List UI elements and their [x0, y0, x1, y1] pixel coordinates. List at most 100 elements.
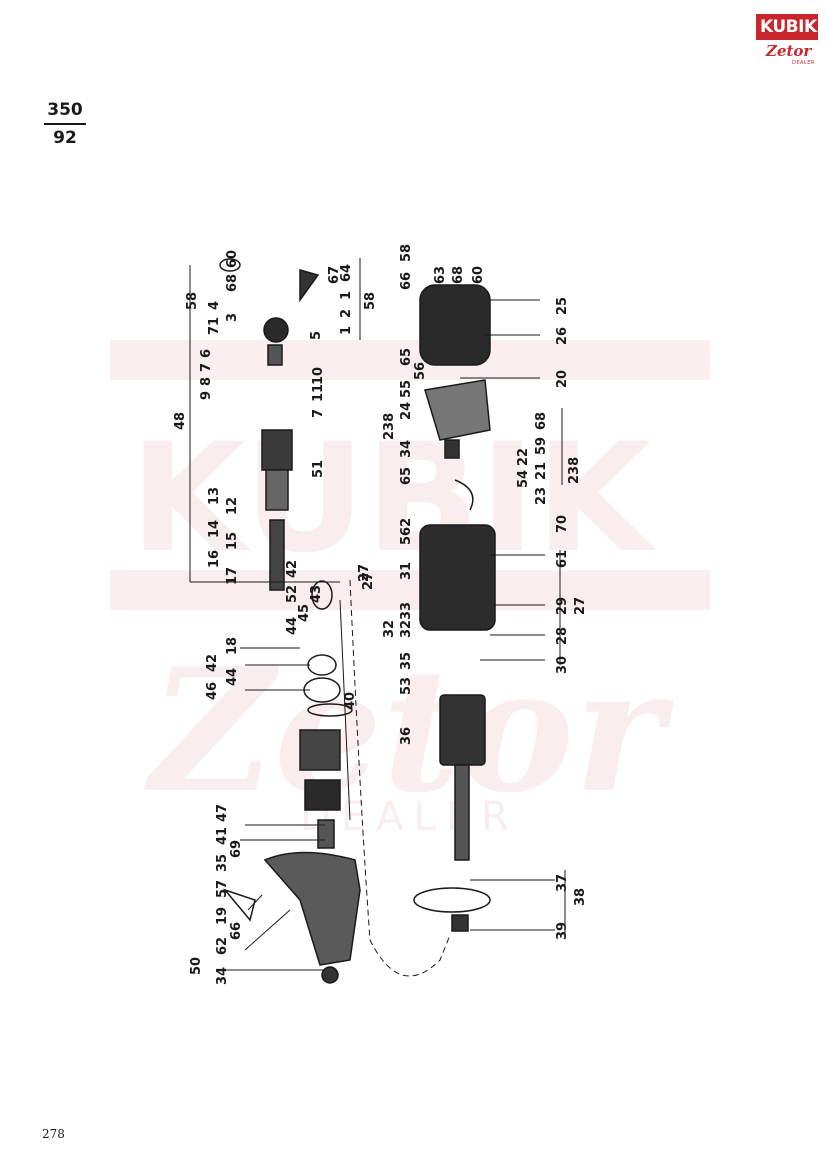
callout-238-left: 238	[382, 413, 397, 440]
callout-23-a: 23	[534, 487, 549, 505]
callout-40: 40	[343, 692, 358, 710]
watermark: KUBIK Zetor DEALER	[110, 340, 710, 840]
part-brush-holder	[424, 379, 491, 441]
callout-26: 26	[555, 327, 570, 345]
left-top-assembly	[219, 258, 320, 591]
callout-60-r: 60	[471, 266, 486, 284]
callout-17: 17	[225, 567, 240, 585]
callout-3: 3	[225, 313, 240, 322]
callout-46: 46	[205, 682, 220, 700]
callout-20: 20	[555, 370, 570, 388]
callout-35: 35	[215, 854, 230, 872]
callout-24: 24	[399, 402, 414, 420]
leader-62	[244, 909, 291, 951]
kubik-zetor-logo: KUBIK Zetor DEALER	[756, 14, 818, 70]
callout-31: 31	[399, 562, 414, 580]
callout-64: 64	[339, 264, 354, 282]
callout-56: 56	[413, 362, 428, 380]
callout-34-r: 34	[399, 440, 414, 458]
callout-19: 19	[215, 907, 230, 925]
callout-16: 16	[207, 550, 222, 568]
part-coil-housing	[261, 429, 293, 471]
part-clutch	[299, 729, 341, 771]
part-bushing	[317, 819, 335, 849]
callout-35-r: 35	[399, 652, 414, 670]
part-terminal	[299, 269, 320, 303]
callout-68-rt: 68	[534, 412, 549, 430]
callout-33: 33	[399, 602, 414, 620]
callout-34: 34	[215, 967, 230, 985]
callout-29: 29	[555, 597, 570, 615]
part-cap	[263, 317, 289, 343]
callout-7-a: 7	[199, 363, 214, 372]
callout-32-a: 32	[382, 620, 397, 638]
callout-68-r: 68	[451, 266, 466, 284]
callout-9: 9	[199, 391, 214, 400]
part-armature-shaft	[454, 764, 470, 861]
callout-27-left: 27	[357, 564, 372, 582]
callout-55: 55	[399, 380, 414, 398]
watermark-zetor: Zetor	[144, 631, 674, 831]
callout-10: 10	[311, 367, 326, 385]
callout-70: 70	[555, 515, 570, 533]
callout-25: 25	[555, 297, 570, 315]
part-nose-bush	[321, 966, 339, 984]
callout-1-a: 1	[339, 291, 354, 300]
callout-57: 57	[215, 880, 230, 898]
callout-44-a: 44	[225, 668, 240, 686]
callout-53: 53	[399, 677, 414, 695]
part-end-plate	[413, 887, 491, 913]
callout-48: 48	[173, 412, 188, 430]
part-shaft	[269, 519, 285, 591]
callout-50: 50	[189, 957, 204, 975]
callout-37: 37	[555, 874, 570, 892]
page-reference-numerator: 350	[44, 100, 86, 125]
callout-47: 47	[215, 804, 230, 822]
callout-71: 71	[207, 317, 222, 335]
watermark-stripe-top	[110, 340, 710, 380]
callout-15: 15	[225, 532, 240, 550]
callout-13: 13	[207, 487, 222, 505]
callout-21: 21	[534, 462, 549, 480]
callout-2: 2	[339, 309, 354, 318]
callout-68-left: 68	[225, 274, 240, 292]
callout-51: 51	[311, 460, 326, 478]
part-field-frame	[419, 524, 496, 631]
bracket-40	[339, 599, 351, 821]
callout-41: 41	[215, 827, 230, 845]
part-spring-clip	[454, 479, 474, 511]
callout-61: 61	[555, 550, 570, 568]
callout-65-a: 65	[399, 348, 414, 366]
callout-28: 28	[555, 627, 570, 645]
drive-end-housing	[222, 851, 361, 984]
callout-58-right: 58	[363, 292, 378, 310]
part-end-bushing	[451, 914, 469, 932]
leader-lines	[189, 258, 566, 971]
callout-18: 18	[225, 637, 240, 655]
logo-sub-text: Zetor	[766, 42, 812, 60]
callout-60-left: 60	[225, 250, 240, 268]
callout-65-b: 65	[399, 467, 414, 485]
callout-58-r: 58	[399, 244, 414, 262]
callout-38: 38	[573, 888, 588, 906]
watermark-stripe-bottom	[110, 570, 710, 610]
callout-66-right: 66	[399, 272, 414, 290]
callout-44-b: 44	[285, 617, 300, 635]
callout-30: 30	[555, 656, 570, 674]
callout-11: 11	[311, 384, 326, 402]
callout-43: 43	[309, 585, 324, 603]
callout-562: 562	[399, 518, 414, 545]
part-lever	[222, 888, 256, 922]
part-plunger	[265, 469, 289, 511]
callout-14: 14	[207, 520, 222, 538]
callout-27-mid: 27	[361, 572, 376, 590]
right-assembly	[413, 284, 496, 932]
callout-4: 4	[207, 301, 222, 310]
page-reference: 350 92	[44, 100, 86, 148]
callout-69: 69	[229, 840, 244, 858]
part-spring-top	[219, 258, 241, 272]
callout-67: 67	[327, 266, 342, 284]
callout-52: 52	[285, 585, 300, 603]
part-pinion	[304, 779, 341, 811]
